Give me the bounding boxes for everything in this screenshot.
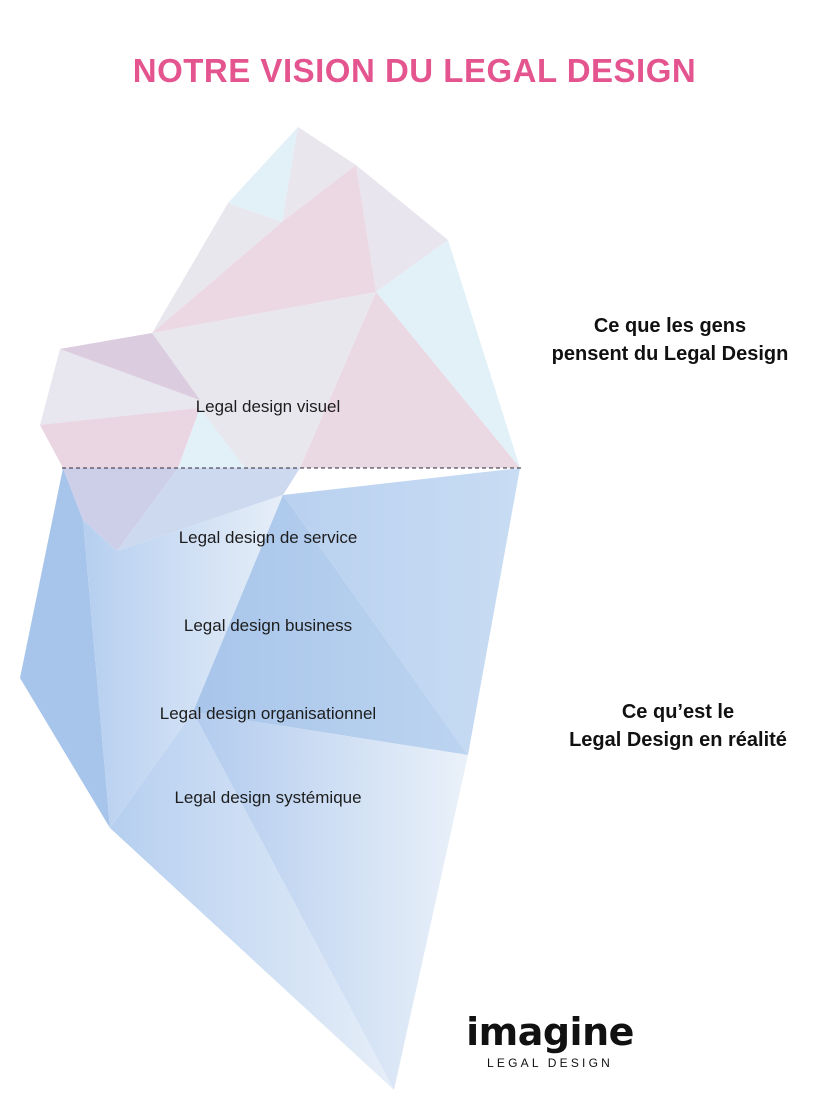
submerged-facet [283,468,520,755]
tip-facet [228,127,298,222]
tip-facet [152,165,376,333]
tip-facet [40,408,200,468]
tip-facet [300,292,520,468]
caption-reality-line1: Ce qu’est le [621,701,735,723]
iceberg-tip [40,127,520,468]
layer-label-business: Legal design business [183,616,353,635]
logo-wordmark: imagine [466,1010,634,1054]
layer-label-organisationnel: Legal design organisationnel [159,704,377,723]
caption-perception-line1: Ce que les gens [593,315,747,337]
page-title: NOTRE VISION DU LEGAL DESIGN [132,52,697,89]
caption-reality: Ce qu’est le Legal Design en réalité [528,698,828,754]
submerged-facet [63,468,178,551]
tip-facet [178,408,245,468]
tip-facet [282,127,356,222]
tip-facet [356,165,448,292]
submerged-facet [117,468,300,551]
caption-perception: Ce que les gens pensent du Legal Design [515,312,825,368]
caption-reality-line2: Legal Design en réalité [569,729,787,751]
tip-facet [152,203,282,333]
submerged-facet [193,712,468,1090]
submerged-facet [83,495,283,828]
submerged-facet [193,495,468,755]
layer-label-systemique: Legal design systémique [174,788,362,807]
imagine-logo: imagine LEGAL DESIGN [455,1010,645,1070]
logo-subtitle: LEGAL DESIGN [487,1056,613,1070]
layer-label-visuel: Legal design visuel [195,397,341,416]
submerged-facet [110,712,394,1090]
submerged-facet [20,468,110,828]
tip-facet [60,333,200,400]
iceberg-submerged [20,468,520,1090]
tip-facet [376,240,520,468]
layer-label-service: Legal design de service [178,528,358,547]
caption-perception-line2: pensent du Legal Design [551,343,789,365]
